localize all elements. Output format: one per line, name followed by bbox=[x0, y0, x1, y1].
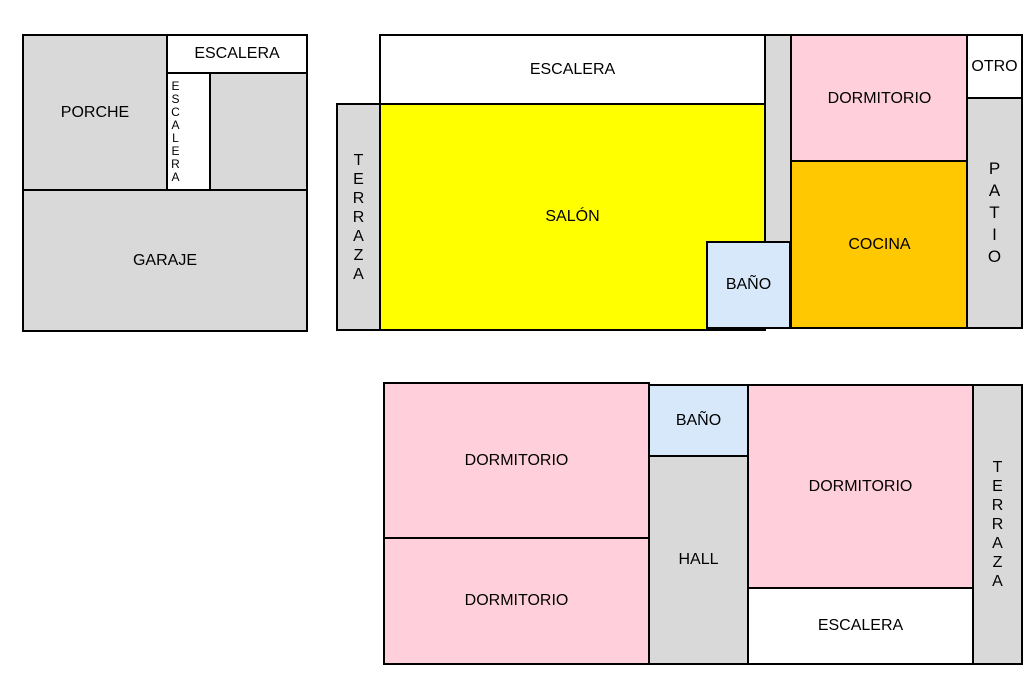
room-gray-strip bbox=[763, 34, 793, 246]
room-label-letter: E bbox=[171, 78, 180, 93]
room-label: SALÓN bbox=[545, 208, 600, 225]
room-label-letter: P bbox=[988, 159, 1001, 178]
room-label-letter: R bbox=[991, 497, 1004, 514]
room-label: ESCALERA bbox=[194, 45, 280, 62]
room-label-letter: T bbox=[353, 151, 364, 169]
room-label-letter: E bbox=[171, 143, 180, 158]
room-label-letter: O bbox=[987, 247, 1002, 266]
room-label: GARAJE bbox=[132, 251, 197, 269]
room-label-letter: A bbox=[992, 535, 1003, 552]
room-bano-upper: BAÑO bbox=[648, 384, 749, 457]
room-label: COCINA bbox=[848, 235, 911, 253]
room-label-letter: A bbox=[988, 181, 1001, 200]
room-label-letter: E bbox=[992, 478, 1003, 495]
room-bano: BAÑO bbox=[706, 241, 791, 329]
room-hall: HALL bbox=[648, 455, 749, 665]
room-gray-block bbox=[209, 72, 308, 191]
room-label-letter: T bbox=[992, 459, 1003, 476]
room-label: DORMITORIO bbox=[827, 89, 932, 107]
room-label: PORCHE bbox=[60, 103, 130, 121]
room-label: DORMITORIO bbox=[464, 592, 569, 609]
room-label-letter: A bbox=[992, 573, 1003, 590]
room-label: OTRO bbox=[971, 58, 1018, 75]
room-label-letter: E bbox=[353, 170, 364, 188]
room-label: BAÑO bbox=[675, 411, 722, 429]
room-label: ESCALERA bbox=[817, 617, 904, 634]
room-label: ESCALERA bbox=[529, 61, 616, 78]
room-label-letter: T bbox=[989, 203, 1000, 222]
room-dormitorio-2: DORMITORIO bbox=[383, 537, 650, 665]
room-label-letter: Z bbox=[353, 246, 364, 264]
room-garaje: GARAJE bbox=[22, 189, 308, 332]
room-escalera-top: ESCALERA bbox=[166, 34, 308, 74]
room-label-letter: L bbox=[172, 130, 179, 145]
room-dormitorio: DORMITORIO bbox=[790, 34, 969, 163]
room-label: HALL bbox=[678, 551, 719, 568]
room-porche: PORCHE bbox=[22, 34, 168, 191]
room-label-letter: A bbox=[353, 265, 364, 283]
room-otro: OTRO bbox=[966, 34, 1023, 100]
room-escalera-upper: ESCALERA bbox=[747, 587, 974, 665]
room-label-letter: A bbox=[353, 227, 364, 245]
room-salon: SALÓN bbox=[379, 103, 766, 331]
room-label-letter: C bbox=[171, 104, 180, 119]
room-label-letter: S bbox=[171, 91, 180, 106]
room-label-letter: R bbox=[991, 516, 1004, 533]
room-dormitorio-3: DORMITORIO bbox=[747, 384, 974, 590]
room-label: DORMITORIO bbox=[808, 478, 913, 495]
room-label-letter: A bbox=[171, 169, 180, 184]
room-label-letter: Z bbox=[992, 554, 1003, 571]
room-label-letter: I bbox=[992, 225, 997, 244]
room-label-letter: R bbox=[171, 156, 180, 171]
room-label-letter: R bbox=[352, 208, 365, 226]
room-label: DORMITORIO bbox=[464, 451, 569, 469]
room-label-letter: R bbox=[352, 189, 365, 207]
room-label-letter: A bbox=[171, 117, 180, 132]
room-dormitorio-1: DORMITORIO bbox=[383, 382, 650, 539]
room-escalera: ESCALERA bbox=[379, 34, 766, 106]
room-label: BAÑO bbox=[725, 276, 772, 293]
room-cocina: COCINA bbox=[790, 160, 969, 329]
